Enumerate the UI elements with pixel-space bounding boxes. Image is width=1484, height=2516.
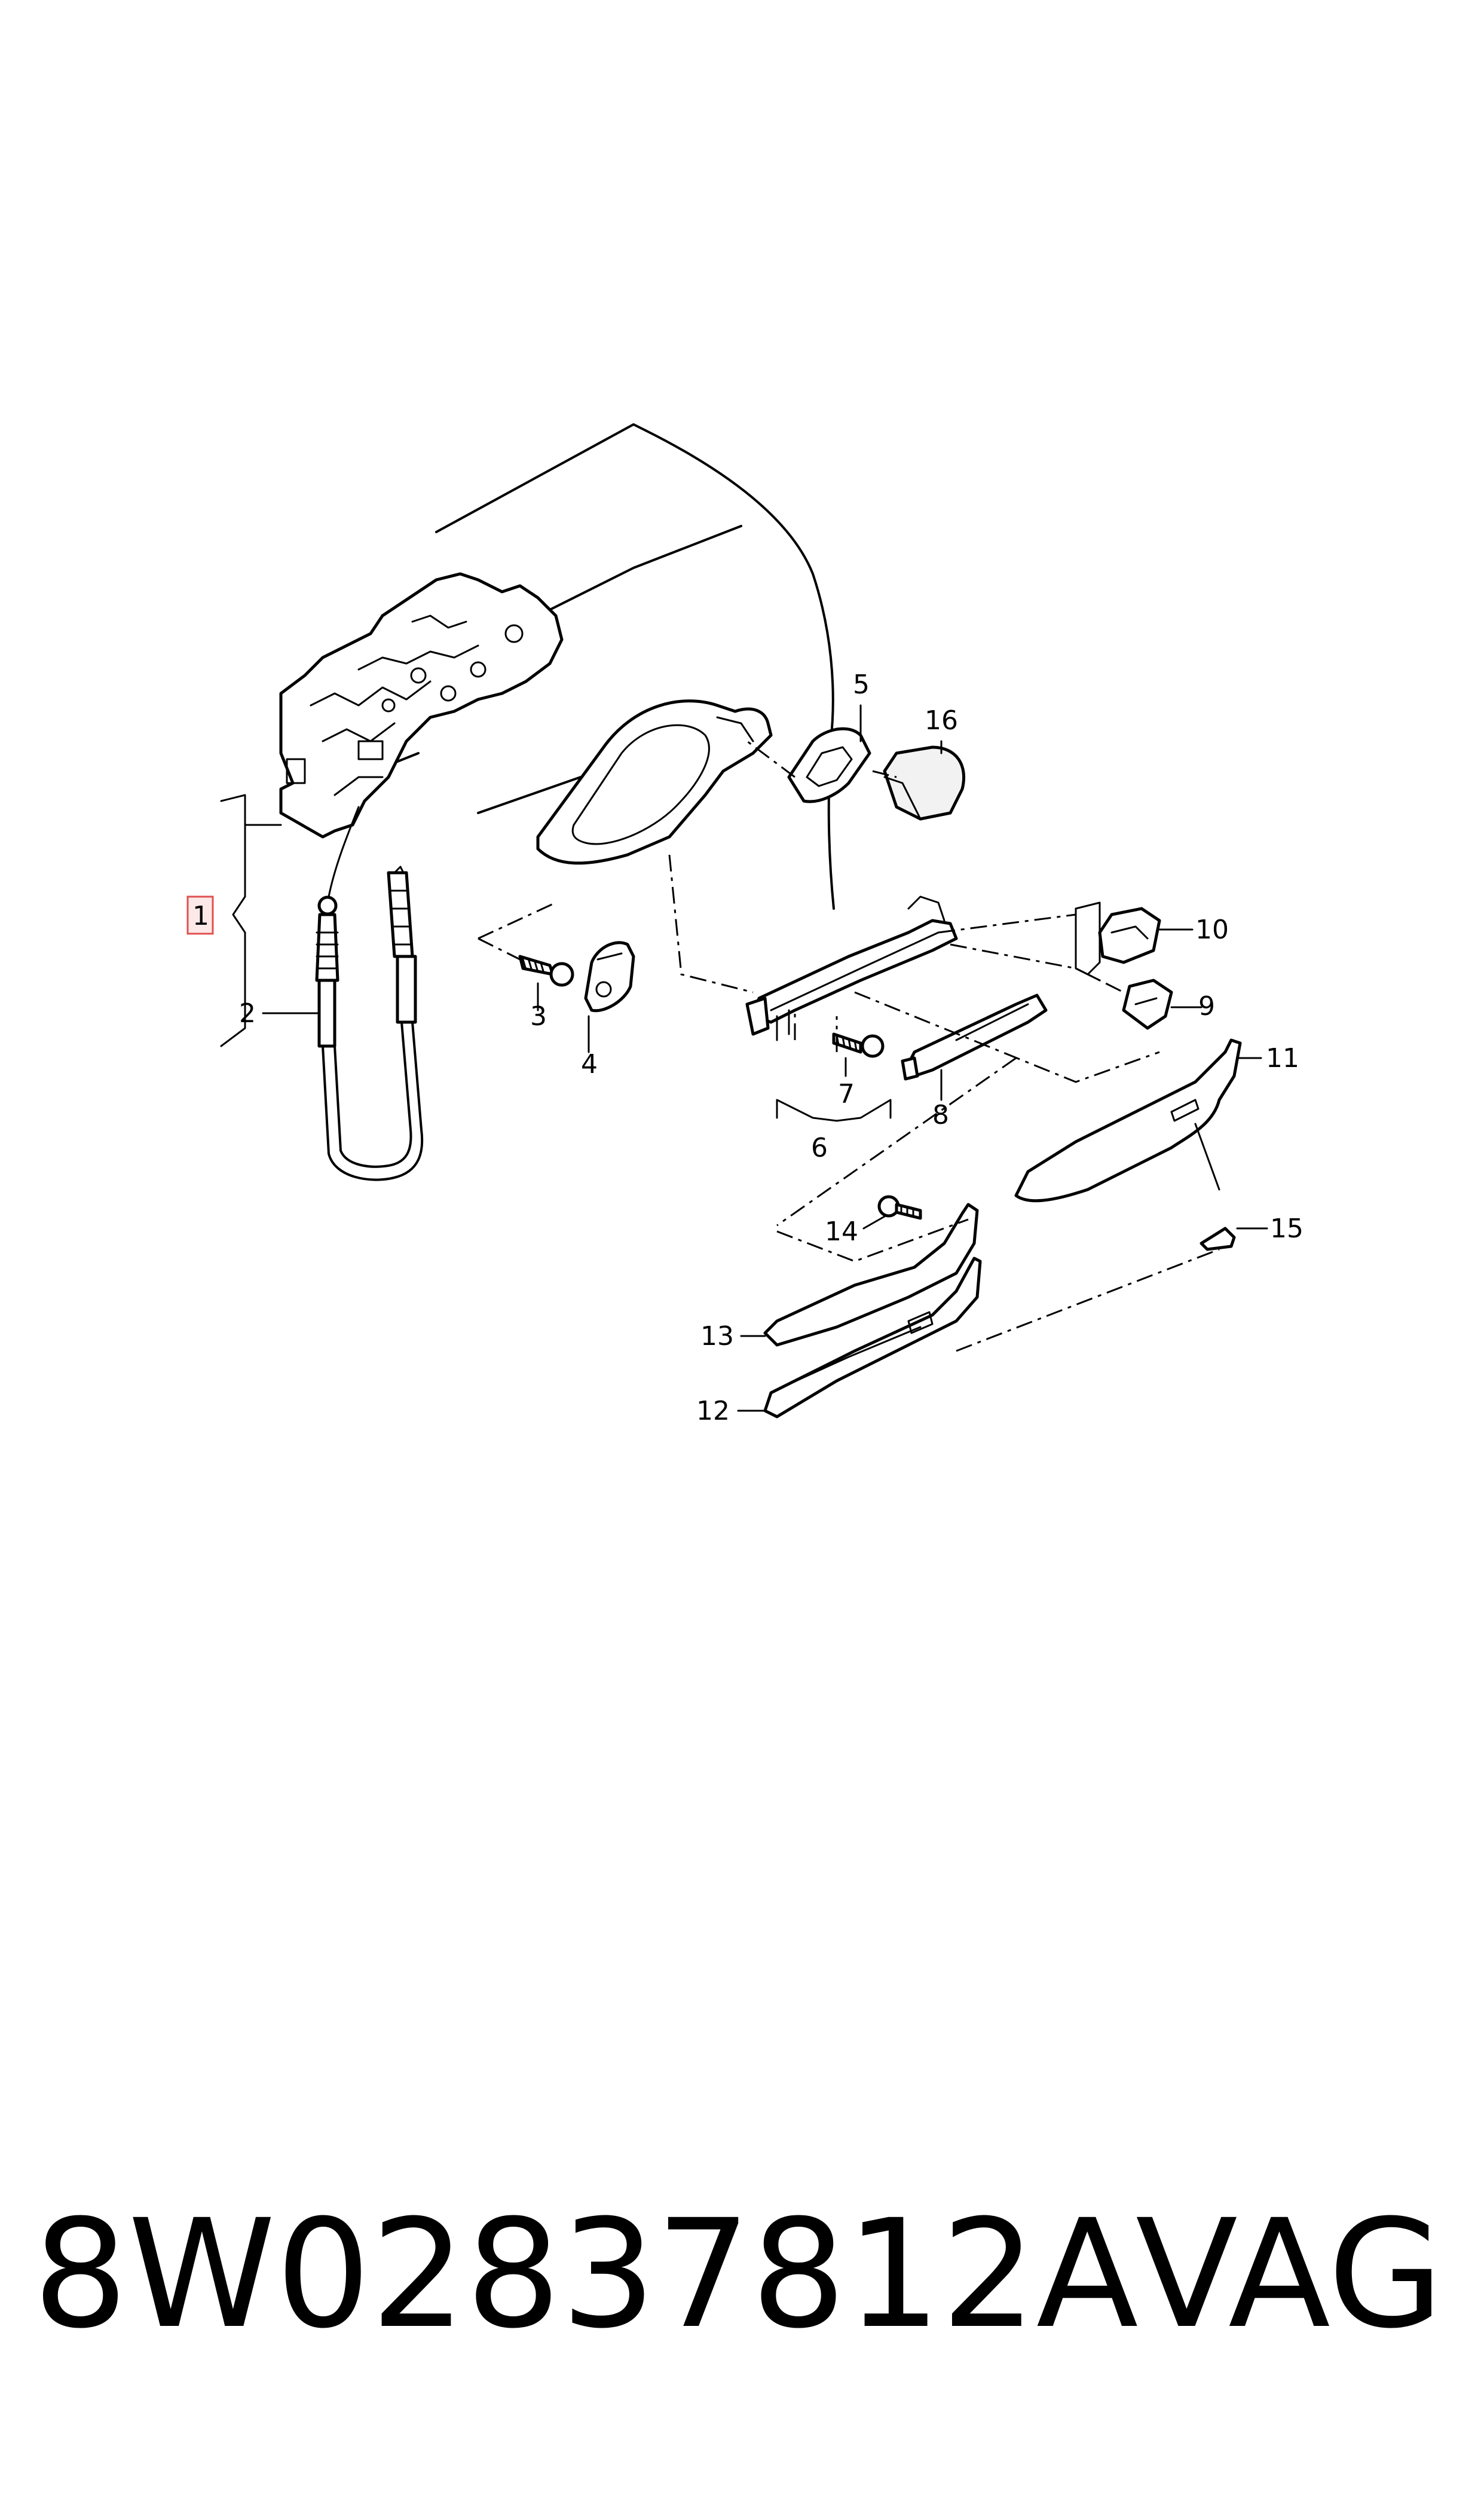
- callout-1-highlight: [186, 895, 214, 935]
- callout-9: 9: [1198, 991, 1215, 1022]
- group-brackets: [220, 794, 1220, 1191]
- callout-3: 3: [530, 1001, 547, 1032]
- callout-13: 13: [700, 1321, 734, 1352]
- callout-10: 10: [1195, 915, 1229, 945]
- handle-carrier-part-6: [745, 895, 958, 1041]
- door-lock-actuator: [279, 572, 564, 839]
- brand-label: VAG: [1136, 2187, 1444, 2361]
- handle-cover-part-13: [763, 1203, 979, 1347]
- handle-housing: [536, 699, 773, 865]
- handle-part-11: [1014, 1038, 1242, 1203]
- callout-8: 8: [932, 1100, 949, 1130]
- bowden-cable: [315, 806, 424, 1181]
- callout-16: 16: [925, 705, 958, 736]
- callout-12: 12: [696, 1396, 730, 1426]
- screw-part-7: [832, 1032, 885, 1058]
- gasket-part-5: [787, 727, 871, 803]
- callout-2: 2: [239, 998, 256, 1029]
- clip-part-9: [1122, 979, 1173, 1030]
- screw-part-14: [877, 1195, 922, 1220]
- callout-7: 7: [838, 1079, 855, 1109]
- cap-part-16: [883, 745, 966, 821]
- callout-6: 6: [811, 1133, 828, 1163]
- callout-5: 5: [853, 669, 870, 700]
- screw-part-3: [518, 955, 574, 987]
- clip-part-15: [1200, 1227, 1236, 1251]
- assembly-lines: [478, 740, 1220, 1352]
- callout-14: 14: [825, 1216, 858, 1247]
- plug-part-4: [584, 941, 635, 1013]
- lever-part-8: [901, 993, 1048, 1081]
- part-number-label: 8W02837812A: [33, 2187, 1139, 2361]
- handle-trim-part-12: [763, 1257, 982, 1419]
- callout-11: 11: [1266, 1043, 1299, 1074]
- callout-4: 4: [581, 1049, 598, 1080]
- callout-1: 1: [192, 901, 209, 931]
- bracket-part-10: [1098, 907, 1161, 964]
- callout-15: 15: [1270, 1213, 1304, 1244]
- leader-lines: [262, 704, 1268, 1412]
